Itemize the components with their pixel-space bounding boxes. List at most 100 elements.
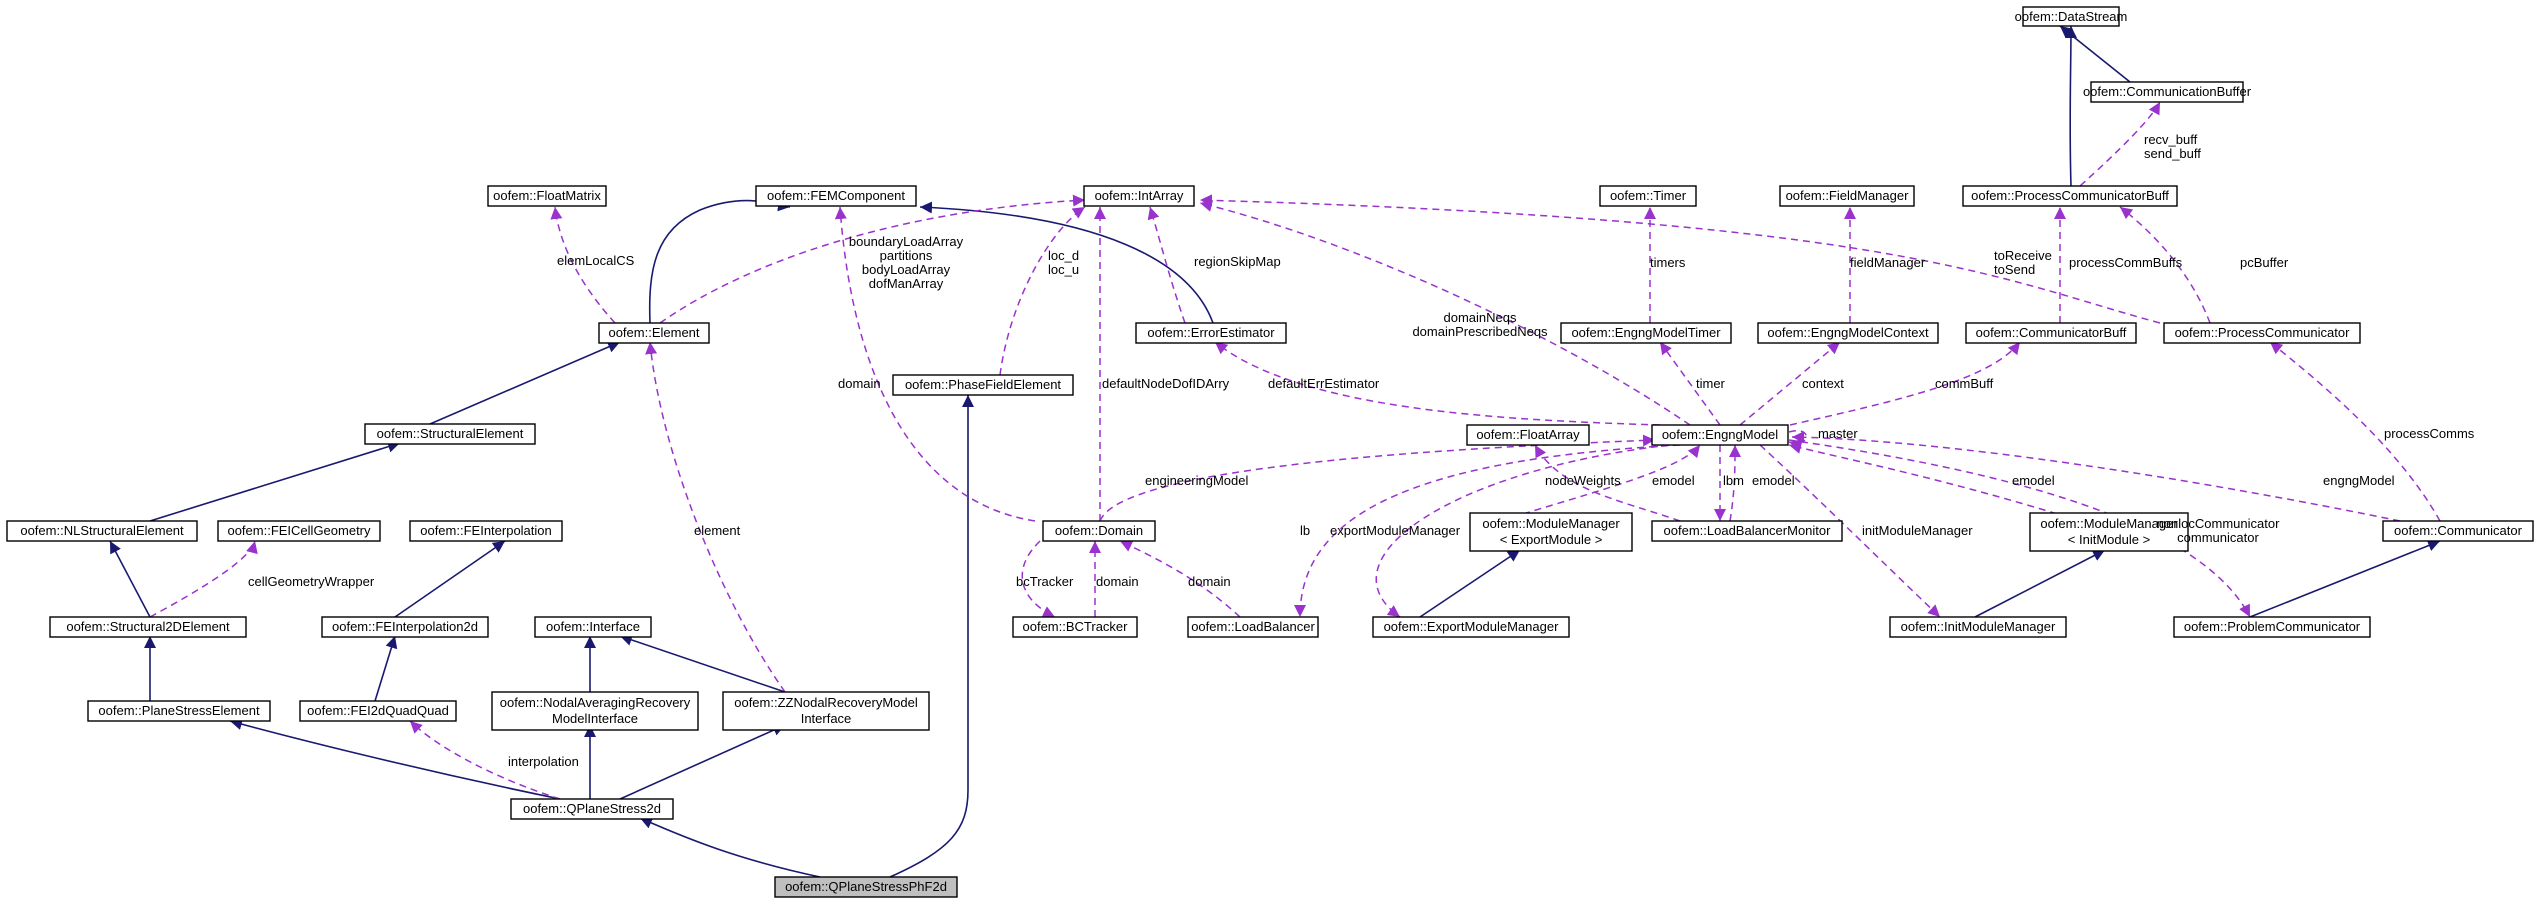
class-node-feinterpolation2d[interactable]: oofem::FEInterpolation2d [321, 616, 489, 638]
class-node-structural2delement[interactable]: oofem::Structural2DElement [49, 616, 247, 638]
class-label: oofem::FEInterpolation [420, 523, 552, 538]
class-label-line-2: < InitModule > [2068, 532, 2150, 547]
edge-communicator-processcommunicator [2269, 341, 2441, 522]
class-node-modulemanager-init[interactable]: oofem::ModuleManager < InitModule > [2029, 512, 2189, 552]
class-node-structuralelement[interactable]: oofem::StructuralElement [364, 423, 536, 445]
class-label: oofem::LoadBalancerMonitor [1664, 523, 1832, 538]
class-label: oofem::Interface [546, 619, 640, 634]
edge-element-intarray [659, 194, 1086, 324]
edge-label-domain: domain [838, 376, 881, 391]
class-label: oofem::FloatMatrix [493, 188, 601, 203]
class-node-feinterpolation[interactable]: oofem::FEInterpolation [409, 520, 563, 542]
edge-label-engineeringmodel: engineeringModel [1145, 473, 1248, 488]
edge-label-lbm: lbm [1723, 473, 1744, 488]
class-label: oofem::PlaneStressElement [98, 703, 260, 718]
edge-fei2d-feinterpolation [394, 540, 506, 618]
class-label: oofem::FloatArray [1476, 427, 1580, 442]
class-label: oofem::Structural2DElement [66, 619, 230, 634]
class-node-loadbalancermonitor[interactable]: oofem::LoadBalancerMonitor [1651, 520, 1843, 542]
class-node-processcommunicator[interactable]: oofem::ProcessCommunicator [2163, 322, 2361, 344]
edge-label-nodeweights: nodeWeights [1545, 473, 1621, 488]
edge-modulemanagerinit-engngmodel [1788, 442, 2081, 522]
class-node-communicator[interactable]: oofem::Communicator [2382, 520, 2534, 542]
class-label: oofem::ModuleManager [2040, 516, 2178, 531]
edge-label-lb: lb [1300, 523, 1310, 538]
edge-domain-femcomponent [834, 206, 1036, 522]
edge-errorestimator-intarray [1147, 206, 1186, 324]
class-node-domain[interactable]: oofem::Domain [1042, 520, 1156, 542]
class-label: oofem::BCTracker [1023, 619, 1129, 634]
class-label: oofem::EngngModelContext [1767, 325, 1929, 340]
class-node-interface[interactable]: oofem::Interface [534, 616, 652, 638]
class-node-feicellgeometry[interactable]: oofem::FEICellGeometry [217, 520, 381, 542]
class-node-femcomponent[interactable]: oofem::FEMComponent [755, 185, 917, 207]
class-node-qplanestressphf2d[interactable]: oofem::QPlaneStressPhF2d [774, 876, 958, 898]
class-label: oofem::DataStream [2015, 9, 2128, 24]
edge-label-processcomms: processComms [2384, 426, 2475, 441]
class-label-line-2: Interface [801, 711, 852, 726]
class-node-planestresselement[interactable]: oofem::PlaneStressElement [87, 700, 271, 722]
class-node-problemcommunicator[interactable]: oofem::ProblemCommunicator [2173, 616, 2371, 638]
edge-processcommunicatorbuff-datastream [2064, 25, 2077, 187]
class-label: oofem::FEICellGeometry [227, 523, 371, 538]
class-node-floatmatrix[interactable]: oofem::FloatMatrix [487, 185, 607, 207]
edge-label-initmodulemanager: initModuleManager [1862, 523, 1973, 538]
class-node-floatarray[interactable]: oofem::FloatArray [1466, 424, 1590, 446]
class-node-communicationbuffer[interactable]: oofem::CommunicationBuffer [2083, 81, 2252, 103]
class-node-modulemanager-export[interactable]: oofem::ModuleManager < ExportModule > [1469, 512, 1633, 552]
edge-label-engngmodel: engngModel [2323, 473, 2395, 488]
class-node-engngmodel[interactable]: oofem::EngngModel [1651, 424, 1789, 446]
class-node-nlstructuralelement[interactable]: oofem::NLStructuralElement [6, 520, 198, 542]
class-node-nodalaveragingrecovery[interactable]: oofem::NodalAveragingRecovery ModelInter… [491, 691, 699, 731]
class-label: oofem::FieldManager [1786, 188, 1910, 203]
class-label: oofem::NodalAveragingRecovery [500, 695, 691, 710]
edge-label-defaultnodedofidarry: defaultNodeDofIDArry [1102, 376, 1230, 391]
edge-label-domain-2: domain [1096, 574, 1139, 589]
class-label: oofem::LoadBalancer [1191, 619, 1315, 634]
edge-label-master: master [1818, 426, 1858, 441]
class-node-intarray[interactable]: oofem::IntArray [1083, 185, 1195, 207]
edge-label-timers: timers [1650, 255, 1686, 270]
edge-label-elemlocalcs: elemLocalCS [557, 253, 635, 268]
edge-engngmodel-exportmodulemanager [1375, 444, 1671, 618]
class-node-fei2dquadquad[interactable]: oofem::FEI2dQuadQuad [299, 700, 457, 722]
inheritance-edges [109, 25, 2441, 878]
class-node-engngmodelcontext[interactable]: oofem::EngngModelContext [1757, 322, 1939, 344]
class-node-engngmodeltimer[interactable]: oofem::EngngModelTimer [1560, 322, 1732, 344]
edge-label-defaulterrestimator: defaultErrEstimator [1268, 376, 1380, 391]
edge-zznodal-interface [619, 634, 786, 693]
class-node-loadbalancer[interactable]: oofem::LoadBalancer [1187, 616, 1319, 638]
edge-engngmodel-engngmodeltimer [1659, 341, 1721, 426]
class-node-bctracker[interactable]: oofem::BCTracker [1012, 616, 1138, 638]
edge-processcommunicator-intarray [1199, 194, 2161, 324]
class-node-errorestimator[interactable]: oofem::ErrorEstimator [1135, 322, 1287, 344]
class-node-fieldmanager[interactable]: oofem::FieldManager [1779, 185, 1915, 207]
class-node-exportmodulemanager[interactable]: oofem::ExportModuleManager [1372, 616, 1570, 638]
class-node-qplanestress2d[interactable]: oofem::QPlaneStress2d [510, 798, 674, 820]
edge-label-emodel-3: emodel [2012, 473, 2055, 488]
edge-label-interpolation: interpolation [508, 754, 579, 769]
class-label: oofem::ErrorEstimator [1147, 325, 1275, 340]
edge-qplanestress2d-planestresselement [229, 718, 561, 800]
class-node-processcommunicatorbuff[interactable]: oofem::ProcessCommunicatorBuff [1962, 185, 2178, 207]
class-node-element[interactable]: oofem::Element [598, 322, 710, 344]
edge-phasefield-intarray [999, 206, 1086, 376]
edge-errorestimator-femcomponent [919, 201, 1214, 324]
edge-loadbalancer-domain [1119, 540, 1241, 618]
class-label: oofem::ProcessCommunicator [2175, 325, 2351, 340]
class-node-datastream[interactable]: oofem::DataStream [2015, 6, 2128, 27]
class-node-communicatorbuff[interactable]: oofem::CommunicatorBuff [1965, 322, 2137, 344]
class-node-phasefieldelement[interactable]: oofem::PhaseFieldElement [892, 374, 1074, 396]
edge-phf2d-phasefieldelement [889, 395, 974, 878]
class-node-timer[interactable]: oofem::Timer [1599, 185, 1697, 207]
edge-label-timer: timer [1696, 376, 1726, 391]
class-label: oofem::ProcessCommunicatorBuff [1971, 188, 2169, 203]
edge-engngmodel-engngmodelcontext [1739, 341, 1841, 426]
class-label: oofem::CommunicatorBuff [1976, 325, 2127, 340]
class-node-initmodulemanager[interactable]: oofem::InitModuleManager [1889, 616, 2067, 638]
class-node-zznodalrecovery[interactable]: oofem::ZZNodalRecoveryModel Interface [722, 691, 930, 731]
edge-engngmodel-communicatorbuff [1789, 341, 2021, 426]
